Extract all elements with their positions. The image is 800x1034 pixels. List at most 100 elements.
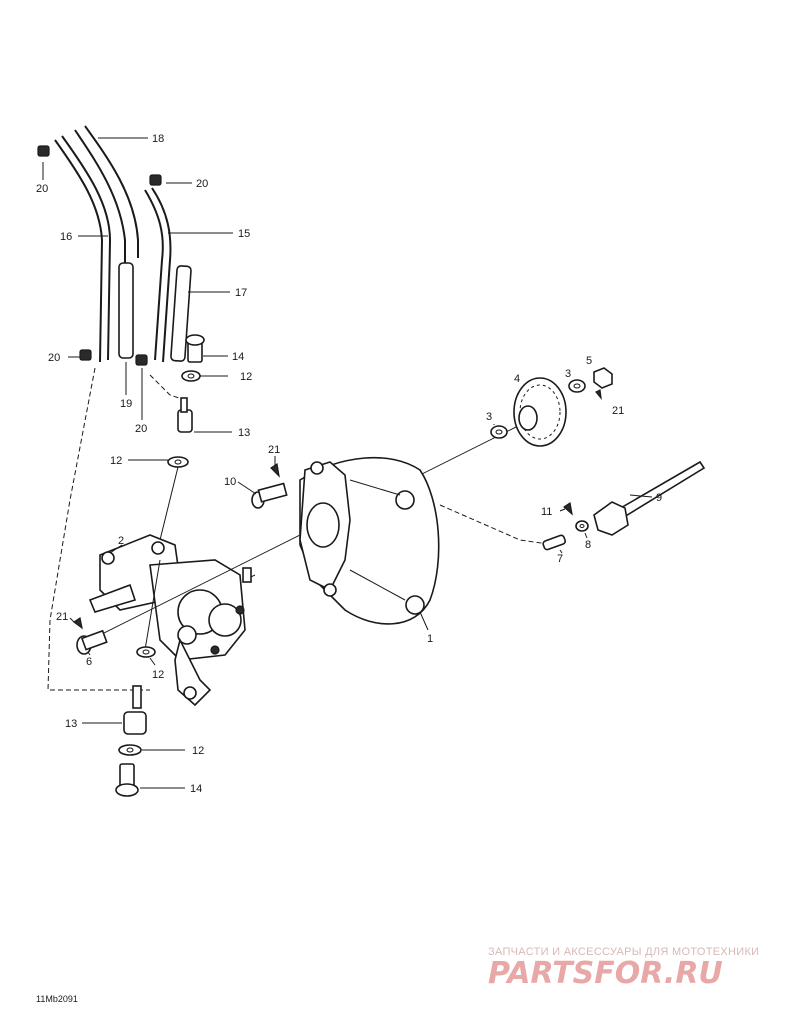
washer-12-a-hole bbox=[187, 373, 195, 379]
leader-7 bbox=[559, 549, 563, 554]
leader-10 bbox=[237, 481, 257, 495]
leader-8 bbox=[584, 532, 588, 539]
leader-9 bbox=[629, 494, 653, 498]
pump-lever-hole bbox=[183, 686, 197, 700]
pump-fitting-b bbox=[151, 541, 165, 555]
screw-6 bbox=[72, 617, 108, 655]
callout-labels: 1 2 3 3 4 5 6 7 8 9 10 11 12 12 12 12 13… bbox=[36, 133, 662, 795]
washer-12-a bbox=[181, 370, 201, 382]
housing-1-hole-b bbox=[395, 490, 415, 510]
callout-6: 6 bbox=[86, 656, 92, 668]
callout-4: 4 bbox=[514, 373, 520, 385]
lock-21-left bbox=[72, 617, 83, 630]
leader-6 bbox=[87, 651, 91, 656]
hose-15-wall-b bbox=[151, 187, 172, 363]
banjo-13-bottom bbox=[123, 711, 147, 735]
pump-shaft bbox=[242, 567, 252, 583]
clip-20-bottom bbox=[135, 354, 148, 366]
pump-mount-tab bbox=[88, 583, 137, 613]
callout-21-left: 21 bbox=[56, 611, 68, 623]
callout-20-mid-left: 20 bbox=[48, 352, 60, 364]
clip-20-top-left bbox=[37, 145, 50, 157]
watermark: ЗАПЧАСТИ И АКСЕССУАРЫ ДЛЯ МОТОТЕХНИКИ PA… bbox=[488, 946, 759, 991]
hose-18-wall-a bbox=[74, 129, 126, 355]
callout-3-a: 3 bbox=[486, 411, 492, 423]
upper-fitting-stack bbox=[159, 334, 205, 541]
callout-2: 2 bbox=[118, 535, 124, 547]
hose-19 bbox=[118, 262, 134, 359]
callout-19: 19 bbox=[120, 398, 132, 410]
callout-12-c: 12 bbox=[152, 669, 164, 681]
washer-3-b-hole bbox=[573, 383, 581, 389]
oil-pump-2 bbox=[88, 534, 256, 707]
clip-20-bottom-left bbox=[79, 349, 92, 361]
screw-14-top-head bbox=[185, 334, 205, 346]
pump-bolt-b bbox=[210, 645, 220, 655]
gear-4-hub bbox=[518, 405, 538, 431]
callout-12-d: 12 bbox=[192, 745, 204, 757]
leader-1 bbox=[419, 611, 429, 631]
leader-12-c bbox=[149, 657, 156, 666]
washer-12-c-hole bbox=[142, 649, 150, 655]
callout-13-bottom: 13 bbox=[65, 718, 77, 730]
housing-1-bore bbox=[306, 502, 340, 548]
callout-11: 11 bbox=[541, 506, 552, 518]
callout-18: 18 bbox=[152, 133, 164, 145]
callout-16: 16 bbox=[60, 231, 72, 243]
watermark-tagline: ЗАПЧАСТИ И АКСЕССУАРЫ ДЛЯ МОТОТЕХНИКИ bbox=[488, 946, 759, 958]
banjo-13-top bbox=[177, 409, 193, 433]
pin-7 bbox=[542, 534, 567, 551]
hose-15-wall-a bbox=[144, 189, 164, 361]
washer-8-hole bbox=[579, 524, 585, 528]
pump-housing-1 bbox=[299, 456, 440, 625]
housing-1-ribs bbox=[349, 479, 406, 601]
shaft-group bbox=[542, 460, 706, 551]
screw-6-shank bbox=[80, 629, 108, 651]
callout-17: 17 bbox=[235, 287, 247, 299]
axis-line-lower-stack bbox=[144, 559, 161, 651]
lock-21-nut bbox=[595, 389, 602, 400]
leader-2 bbox=[109, 544, 123, 554]
routing-dashed-line-upper bbox=[149, 374, 186, 401]
housing-1-hole-d bbox=[323, 583, 337, 597]
banjo-13-bottom-nipple bbox=[132, 685, 142, 709]
callout-20-top-right: 20 bbox=[196, 178, 208, 190]
hose-18-wall-b bbox=[84, 125, 139, 258]
washer-8 bbox=[575, 520, 589, 532]
hose-group bbox=[37, 125, 192, 366]
housing-1-hole-c bbox=[405, 595, 425, 615]
clip-20-top-right bbox=[149, 174, 162, 186]
washer-12-b bbox=[167, 456, 189, 468]
washer-12-d-hole bbox=[126, 747, 134, 753]
figure-code: 11Mb2091 bbox=[36, 994, 78, 1004]
callout-13-top: 13 bbox=[238, 427, 250, 439]
washer-12-d bbox=[118, 744, 142, 756]
hose-16-wall-a bbox=[54, 139, 104, 363]
pump-bolt-a bbox=[235, 605, 245, 615]
pump-housing-cap bbox=[208, 603, 242, 637]
washer-3-b bbox=[568, 379, 586, 393]
leader-21-left bbox=[69, 617, 75, 623]
nut-5 bbox=[593, 367, 613, 389]
pump-fitting-a bbox=[101, 551, 115, 565]
washer-3-a-hole bbox=[495, 429, 503, 435]
callout-14-top: 14 bbox=[232, 351, 244, 363]
washer-12-c bbox=[136, 646, 156, 658]
callout-5: 5 bbox=[586, 355, 592, 367]
routing-dashed-line-left bbox=[47, 367, 150, 691]
bolt-10 bbox=[251, 462, 288, 509]
leader-11 bbox=[559, 508, 566, 512]
callout-8: 8 bbox=[585, 539, 591, 551]
screw-14-bottom-head bbox=[115, 783, 139, 797]
callout-14-bottom: 14 bbox=[190, 783, 202, 795]
bolt-10-shank bbox=[257, 482, 288, 503]
callout-21-bolt: 21 bbox=[268, 444, 280, 456]
callout-12-a: 12 bbox=[240, 371, 252, 383]
washer-12-b-hole bbox=[174, 459, 182, 465]
callout-20-top-left: 20 bbox=[36, 183, 48, 195]
housing-1-hole-a bbox=[310, 461, 324, 475]
lock-11 bbox=[563, 501, 573, 516]
callout-21-nut: 21 bbox=[612, 405, 624, 417]
gear-stack bbox=[490, 367, 613, 447]
